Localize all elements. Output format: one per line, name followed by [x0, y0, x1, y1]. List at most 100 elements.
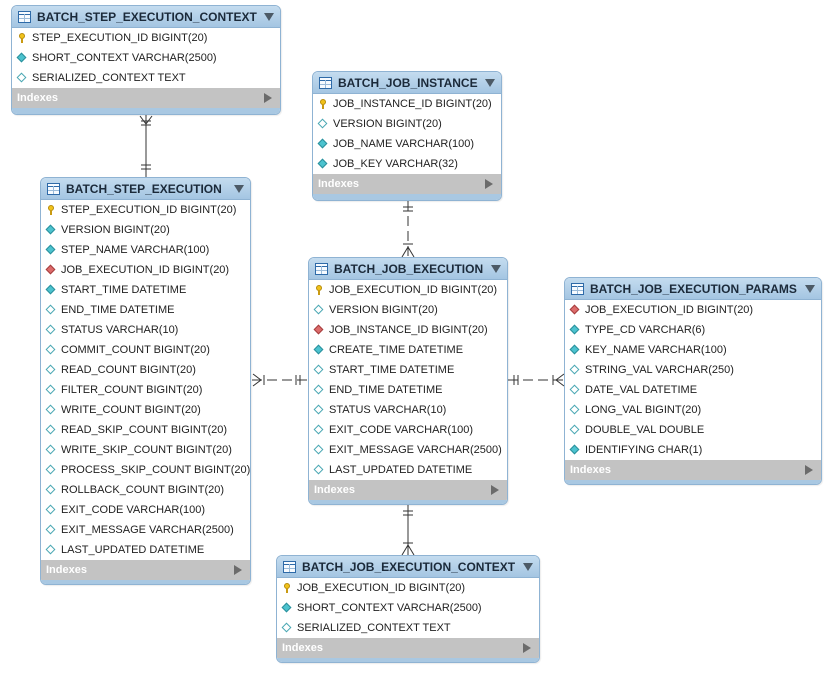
table-batch-job-execution-params[interactable]: BATCH_JOB_EXECUTION_PARAMS JOB_EXECUTION_…	[564, 277, 822, 485]
expand-arrow-icon[interactable]	[234, 565, 242, 575]
column-row[interactable]: JOB_INSTANCE_ID BIGINT(20)	[313, 94, 501, 114]
column-definition: KEY_NAME VARCHAR(100)	[585, 344, 727, 356]
column-row[interactable]: READ_SKIP_COUNT BIGINT(20)	[41, 420, 250, 440]
column-row[interactable]: JOB_NAME VARCHAR(100)	[313, 134, 501, 154]
column-row[interactable]: START_TIME DATETIME	[41, 280, 250, 300]
column-row[interactable]: ROLLBACK_COUNT BIGINT(20)	[41, 480, 250, 500]
expand-arrow-icon[interactable]	[805, 465, 813, 475]
column-row[interactable]: JOB_EXECUTION_ID BIGINT(20)	[565, 300, 821, 320]
column-row[interactable]: DOUBLE_VAL DOUBLE	[565, 420, 821, 440]
table-header[interactable]: BATCH_JOB_INSTANCE	[313, 72, 501, 94]
nullable-column-icon	[313, 304, 325, 316]
column-row[interactable]: TYPE_CD VARCHAR(6)	[565, 320, 821, 340]
indexes-section[interactable]: Indexes	[277, 638, 539, 658]
column-row[interactable]: JOB_KEY VARCHAR(32)	[313, 154, 501, 174]
column-row[interactable]: JOB_EXECUTION_ID BIGINT(20)	[309, 280, 507, 300]
column-row[interactable]: EXIT_CODE VARCHAR(100)	[41, 500, 250, 520]
not-null-column-icon	[281, 602, 293, 614]
foreign-key-icon	[313, 324, 325, 336]
table-icon	[319, 76, 332, 89]
column-row[interactable]: COMMIT_COUNT BIGINT(20)	[41, 340, 250, 360]
table-header[interactable]: BATCH_JOB_EXECUTION_CONTEXT	[277, 556, 539, 578]
collapse-arrow-icon[interactable]	[805, 284, 815, 293]
table-footer	[12, 108, 280, 114]
column-row[interactable]: LAST_UPDATED DATETIME	[41, 540, 250, 560]
column-definition: SHORT_CONTEXT VARCHAR(2500)	[32, 52, 217, 64]
column-definition: STEP_NAME VARCHAR(100)	[61, 244, 210, 256]
expand-arrow-icon[interactable]	[264, 93, 272, 103]
column-definition: CREATE_TIME DATETIME	[329, 344, 464, 356]
primary-key-icon	[313, 284, 325, 296]
column-definition: IDENTIFYING CHAR(1)	[585, 444, 703, 456]
column-row[interactable]: CREATE_TIME DATETIME	[309, 340, 507, 360]
indexes-section[interactable]: Indexes	[12, 88, 280, 108]
column-row[interactable]: STRING_VAL VARCHAR(250)	[565, 360, 821, 380]
column-row[interactable]: READ_COUNT BIGINT(20)	[41, 360, 250, 380]
indexes-section[interactable]: Indexes	[565, 460, 821, 480]
column-row[interactable]: STEP_EXECUTION_ID BIGINT(20)	[41, 200, 250, 220]
column-row[interactable]: JOB_EXECUTION_ID BIGINT(20)	[41, 260, 250, 280]
nullable-column-icon	[45, 344, 57, 356]
column-row[interactable]: JOB_EXECUTION_ID BIGINT(20)	[277, 578, 539, 598]
nullable-column-icon	[16, 72, 28, 84]
column-definition: JOB_EXECUTION_ID BIGINT(20)	[585, 304, 754, 316]
table-header[interactable]: BATCH_JOB_EXECUTION	[309, 258, 507, 280]
column-row[interactable]: WRITE_SKIP_COUNT BIGINT(20)	[41, 440, 250, 460]
column-row[interactable]: FILTER_COUNT BIGINT(20)	[41, 380, 250, 400]
column-definition: EXIT_MESSAGE VARCHAR(2500)	[329, 444, 502, 456]
column-row[interactable]: PROCESS_SKIP_COUNT BIGINT(20)	[41, 460, 250, 480]
column-row[interactable]: EXIT_MESSAGE VARCHAR(2500)	[309, 440, 507, 460]
column-row[interactable]: WRITE_COUNT BIGINT(20)	[41, 400, 250, 420]
column-row[interactable]: VERSION BIGINT(20)	[313, 114, 501, 134]
table-header[interactable]: BATCH_STEP_EXECUTION	[41, 178, 250, 200]
table-header[interactable]: BATCH_STEP_EXECUTION_CONTEXT	[12, 6, 280, 28]
column-row[interactable]: STATUS VARCHAR(10)	[309, 400, 507, 420]
indexes-section[interactable]: Indexes	[313, 174, 501, 194]
column-row[interactable]: STATUS VARCHAR(10)	[41, 320, 250, 340]
column-row[interactable]: EXIT_MESSAGE VARCHAR(2500)	[41, 520, 250, 540]
column-row[interactable]: STEP_EXECUTION_ID BIGINT(20)	[12, 28, 280, 48]
expand-arrow-icon[interactable]	[523, 643, 531, 653]
column-row[interactable]: IDENTIFYING CHAR(1)	[565, 440, 821, 460]
column-row[interactable]: DATE_VAL DATETIME	[565, 380, 821, 400]
collapse-arrow-icon[interactable]	[523, 562, 533, 571]
table-name: BATCH_JOB_EXECUTION_CONTEXT	[302, 559, 516, 574]
nullable-column-icon	[313, 424, 325, 436]
column-row[interactable]: SHORT_CONTEXT VARCHAR(2500)	[12, 48, 280, 68]
column-row[interactable]: LONG_VAL BIGINT(20)	[565, 400, 821, 420]
column-row[interactable]: SERIALIZED_CONTEXT TEXT	[277, 618, 539, 638]
column-row[interactable]: STEP_NAME VARCHAR(100)	[41, 240, 250, 260]
table-header[interactable]: BATCH_JOB_EXECUTION_PARAMS	[565, 278, 821, 300]
column-row[interactable]: EXIT_CODE VARCHAR(100)	[309, 420, 507, 440]
collapse-arrow-icon[interactable]	[491, 264, 501, 273]
expand-arrow-icon[interactable]	[485, 179, 493, 189]
column-row[interactable]: SERIALIZED_CONTEXT TEXT	[12, 68, 280, 88]
column-row[interactable]: SHORT_CONTEXT VARCHAR(2500)	[277, 598, 539, 618]
table-batch-job-execution-context[interactable]: BATCH_JOB_EXECUTION_CONTEXT JOB_EXECUTION…	[276, 555, 540, 663]
column-row[interactable]: KEY_NAME VARCHAR(100)	[565, 340, 821, 360]
collapse-arrow-icon[interactable]	[264, 12, 274, 21]
column-definition: SHORT_CONTEXT VARCHAR(2500)	[297, 602, 482, 614]
column-definition: STATUS VARCHAR(10)	[61, 324, 179, 336]
indexes-label: Indexes	[314, 484, 355, 496]
expand-arrow-icon[interactable]	[491, 485, 499, 495]
column-row[interactable]: END_TIME DATETIME	[309, 380, 507, 400]
table-icon	[47, 182, 60, 195]
not-null-column-icon	[569, 324, 581, 336]
indexes-section[interactable]: Indexes	[41, 560, 250, 580]
column-row[interactable]: LAST_UPDATED DATETIME	[309, 460, 507, 480]
nullable-column-icon	[281, 622, 293, 634]
column-row[interactable]: END_TIME DATETIME	[41, 300, 250, 320]
column-row[interactable]: VERSION BIGINT(20)	[309, 300, 507, 320]
collapse-arrow-icon[interactable]	[485, 78, 495, 87]
column-definition: JOB_NAME VARCHAR(100)	[333, 138, 474, 150]
column-row[interactable]: VERSION BIGINT(20)	[41, 220, 250, 240]
indexes-section[interactable]: Indexes	[309, 480, 507, 500]
collapse-arrow-icon[interactable]	[234, 184, 244, 193]
column-row[interactable]: START_TIME DATETIME	[309, 360, 507, 380]
column-row[interactable]: JOB_INSTANCE_ID BIGINT(20)	[309, 320, 507, 340]
